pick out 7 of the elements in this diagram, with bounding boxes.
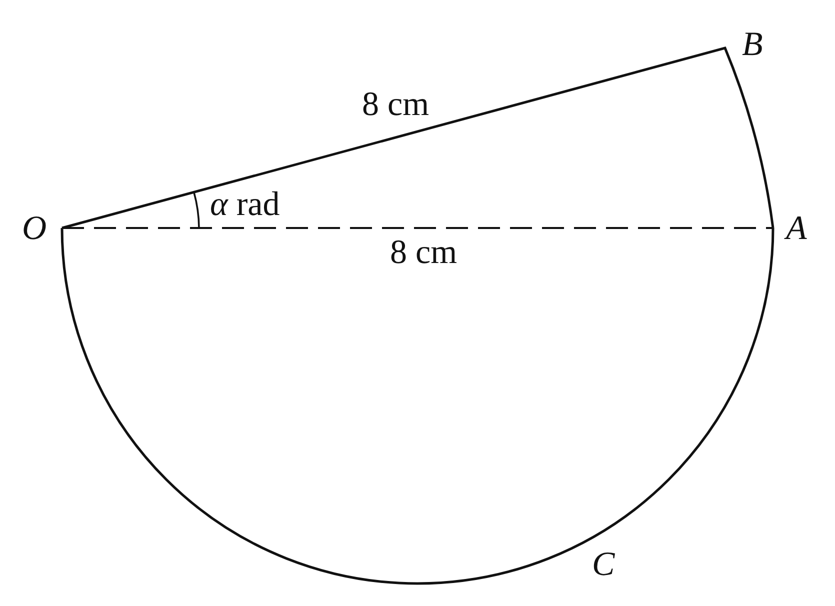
angle-label: α rad [210, 188, 280, 222]
length-label: 8 cm [390, 236, 458, 270]
point-label: A [786, 212, 807, 246]
length-label: 8 cm [362, 88, 430, 122]
point-label: C [592, 548, 615, 582]
point-label: B [742, 28, 763, 62]
point-label: O [22, 212, 47, 246]
